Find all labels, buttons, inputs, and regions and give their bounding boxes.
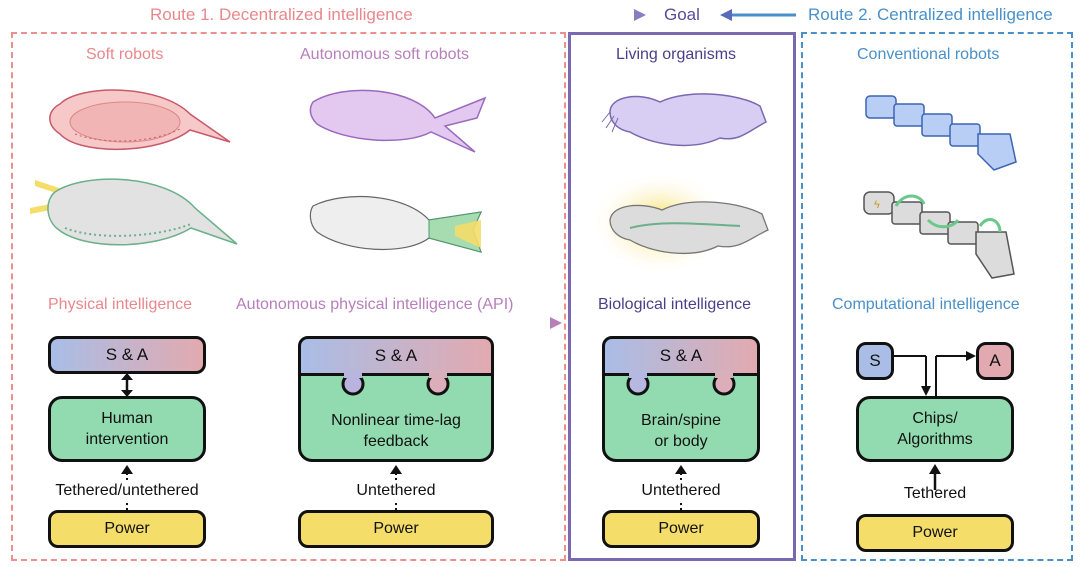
dotted-arrow-2	[390, 465, 402, 510]
sensor-block: S	[856, 342, 894, 380]
biological-intelligence-title: Biological intelligence	[598, 296, 751, 313]
bidirectional-arrow	[121, 373, 133, 397]
goal-panel	[568, 32, 796, 561]
human-intervention-block: Human intervention	[48, 396, 206, 462]
svg-text:ϟ: ϟ	[874, 199, 880, 211]
sa-block-api: S & A	[298, 336, 494, 376]
living-organisms-title: Living organisms	[616, 46, 737, 63]
chips-block: Chips/ Algorithms	[856, 396, 1014, 462]
tethered-label: Tethered	[903, 485, 967, 502]
api-progress-arrow	[16, 317, 562, 329]
stingray-autonomous-robot-icon	[309, 89, 487, 153]
snake-robot-wired-icon: ϟ	[863, 191, 1015, 279]
untethered-label-api: Untethered	[286, 482, 506, 500]
dotted-arrow-1	[121, 465, 133, 510]
api-title: Autonomous physical intelligence (API)	[236, 296, 514, 313]
route1-arrow	[450, 9, 646, 21]
sa-block-physical: S & A	[48, 336, 206, 374]
route2-panel	[801, 32, 1073, 561]
snake-robot-icon	[865, 95, 1017, 171]
actuator-block: A	[976, 342, 1014, 380]
power-block-4: Power	[856, 514, 1014, 552]
cuttlefish-glow-icon	[590, 171, 769, 275]
soft-robots-title: Soft robots	[86, 46, 164, 63]
route2-title: Route 2. Centralized intelligence	[808, 5, 1053, 24]
sensor-actuator-arrows	[894, 351, 976, 396]
tethered-untethered-label: Tethered/untethered	[17, 482, 237, 500]
puzzle-joint-api	[341, 370, 450, 396]
untethered-label-bio: Untethered	[571, 482, 791, 500]
physical-intelligence-title: Physical intelligence	[48, 296, 193, 313]
puzzle-joint-bio	[626, 370, 736, 396]
solid-arrow	[929, 464, 941, 490]
stingray-soft-robot-sensing-icon	[30, 178, 238, 246]
stingray-autonomous-robot-actuated-icon	[309, 195, 482, 253]
dotted-arrow-3	[675, 465, 687, 510]
sa-block-bio: S & A	[602, 336, 760, 376]
computational-intelligence-title: Computational intelligence	[832, 296, 1020, 313]
cuttlefish-organism-icon	[601, 93, 767, 147]
nonlinear-feedback-label: Nonlinear time-lag feedback	[331, 412, 461, 450]
power-block-3: Power	[602, 510, 760, 548]
goal-title: Goal	[664, 5, 700, 24]
brain-spine-label: Brain/spine or body	[640, 412, 722, 450]
autonomous-soft-robots-title: Autonomous soft robots	[300, 46, 469, 63]
route1-title: Route 1. Decentralized intelligence	[150, 5, 413, 24]
power-block-2: Power	[298, 510, 494, 548]
power-block-1: Power	[48, 510, 206, 548]
conventional-robots-title: Conventional robots	[857, 46, 1000, 63]
route2-arrow	[720, 9, 796, 21]
route1-panel	[11, 32, 566, 561]
stingray-soft-robot-icon	[49, 89, 231, 151]
